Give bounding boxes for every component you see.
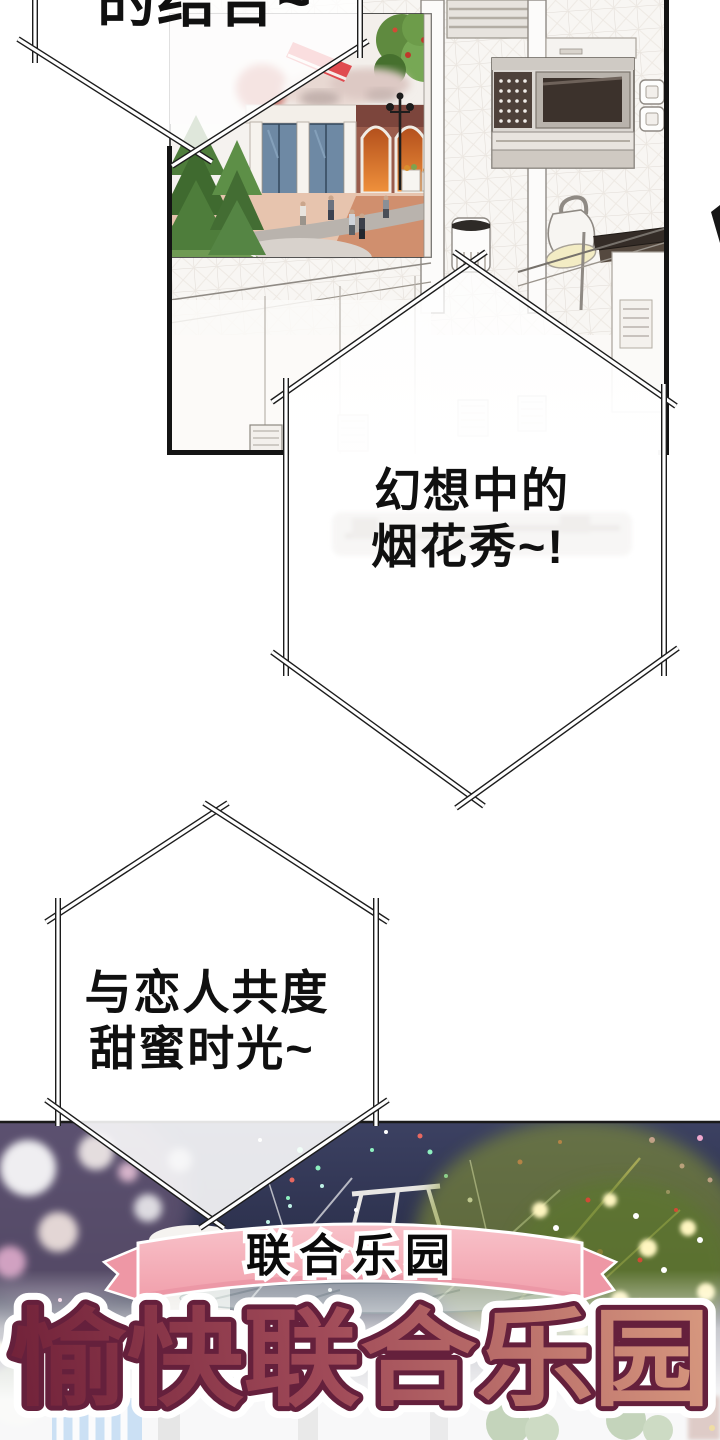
speech-text-top: 的结合~ <box>97 0 313 34</box>
speech-text-fireworks-1: 幻想中的 <box>374 464 570 517</box>
main-title: 愉快联合乐园 愉快联合乐园 <box>0 1289 720 1431</box>
panel-border <box>167 0 669 455</box>
speech-bubble-fireworks: 幻想中的 烟花秀~! <box>270 249 680 811</box>
speech-bubble-top: 的结合~ <box>16 0 370 169</box>
svg-text:愉快联合乐园: 愉快联合乐园 <box>10 1301 710 1419</box>
people-figures <box>300 195 389 239</box>
speech-text-sweet-1: 与恋人共度 <box>85 966 330 1019</box>
page-edge-mark <box>711 205 720 243</box>
desk-lamp <box>545 195 597 311</box>
microwave <box>491 57 635 169</box>
lamp-post <box>386 92 414 190</box>
light-switches <box>639 79 665 132</box>
ribbon-label: 联合乐园 <box>246 1230 458 1281</box>
main-title-text: 愉快联合乐园 <box>10 1301 710 1419</box>
fireworks-photo <box>0 1122 720 1440</box>
speech-bubble-sweet: 与恋人共度 甜蜜时光~ <box>44 800 390 1231</box>
faded-sketch <box>332 512 632 556</box>
speech-text-fireworks-2: 烟花秀~! <box>371 520 565 573</box>
faded-shop-street <box>52 1396 720 1440</box>
ribbon-banner: 联合乐园 <box>101 1222 619 1304</box>
speech-text-sweet-2: 甜蜜时光~ <box>89 1022 314 1075</box>
